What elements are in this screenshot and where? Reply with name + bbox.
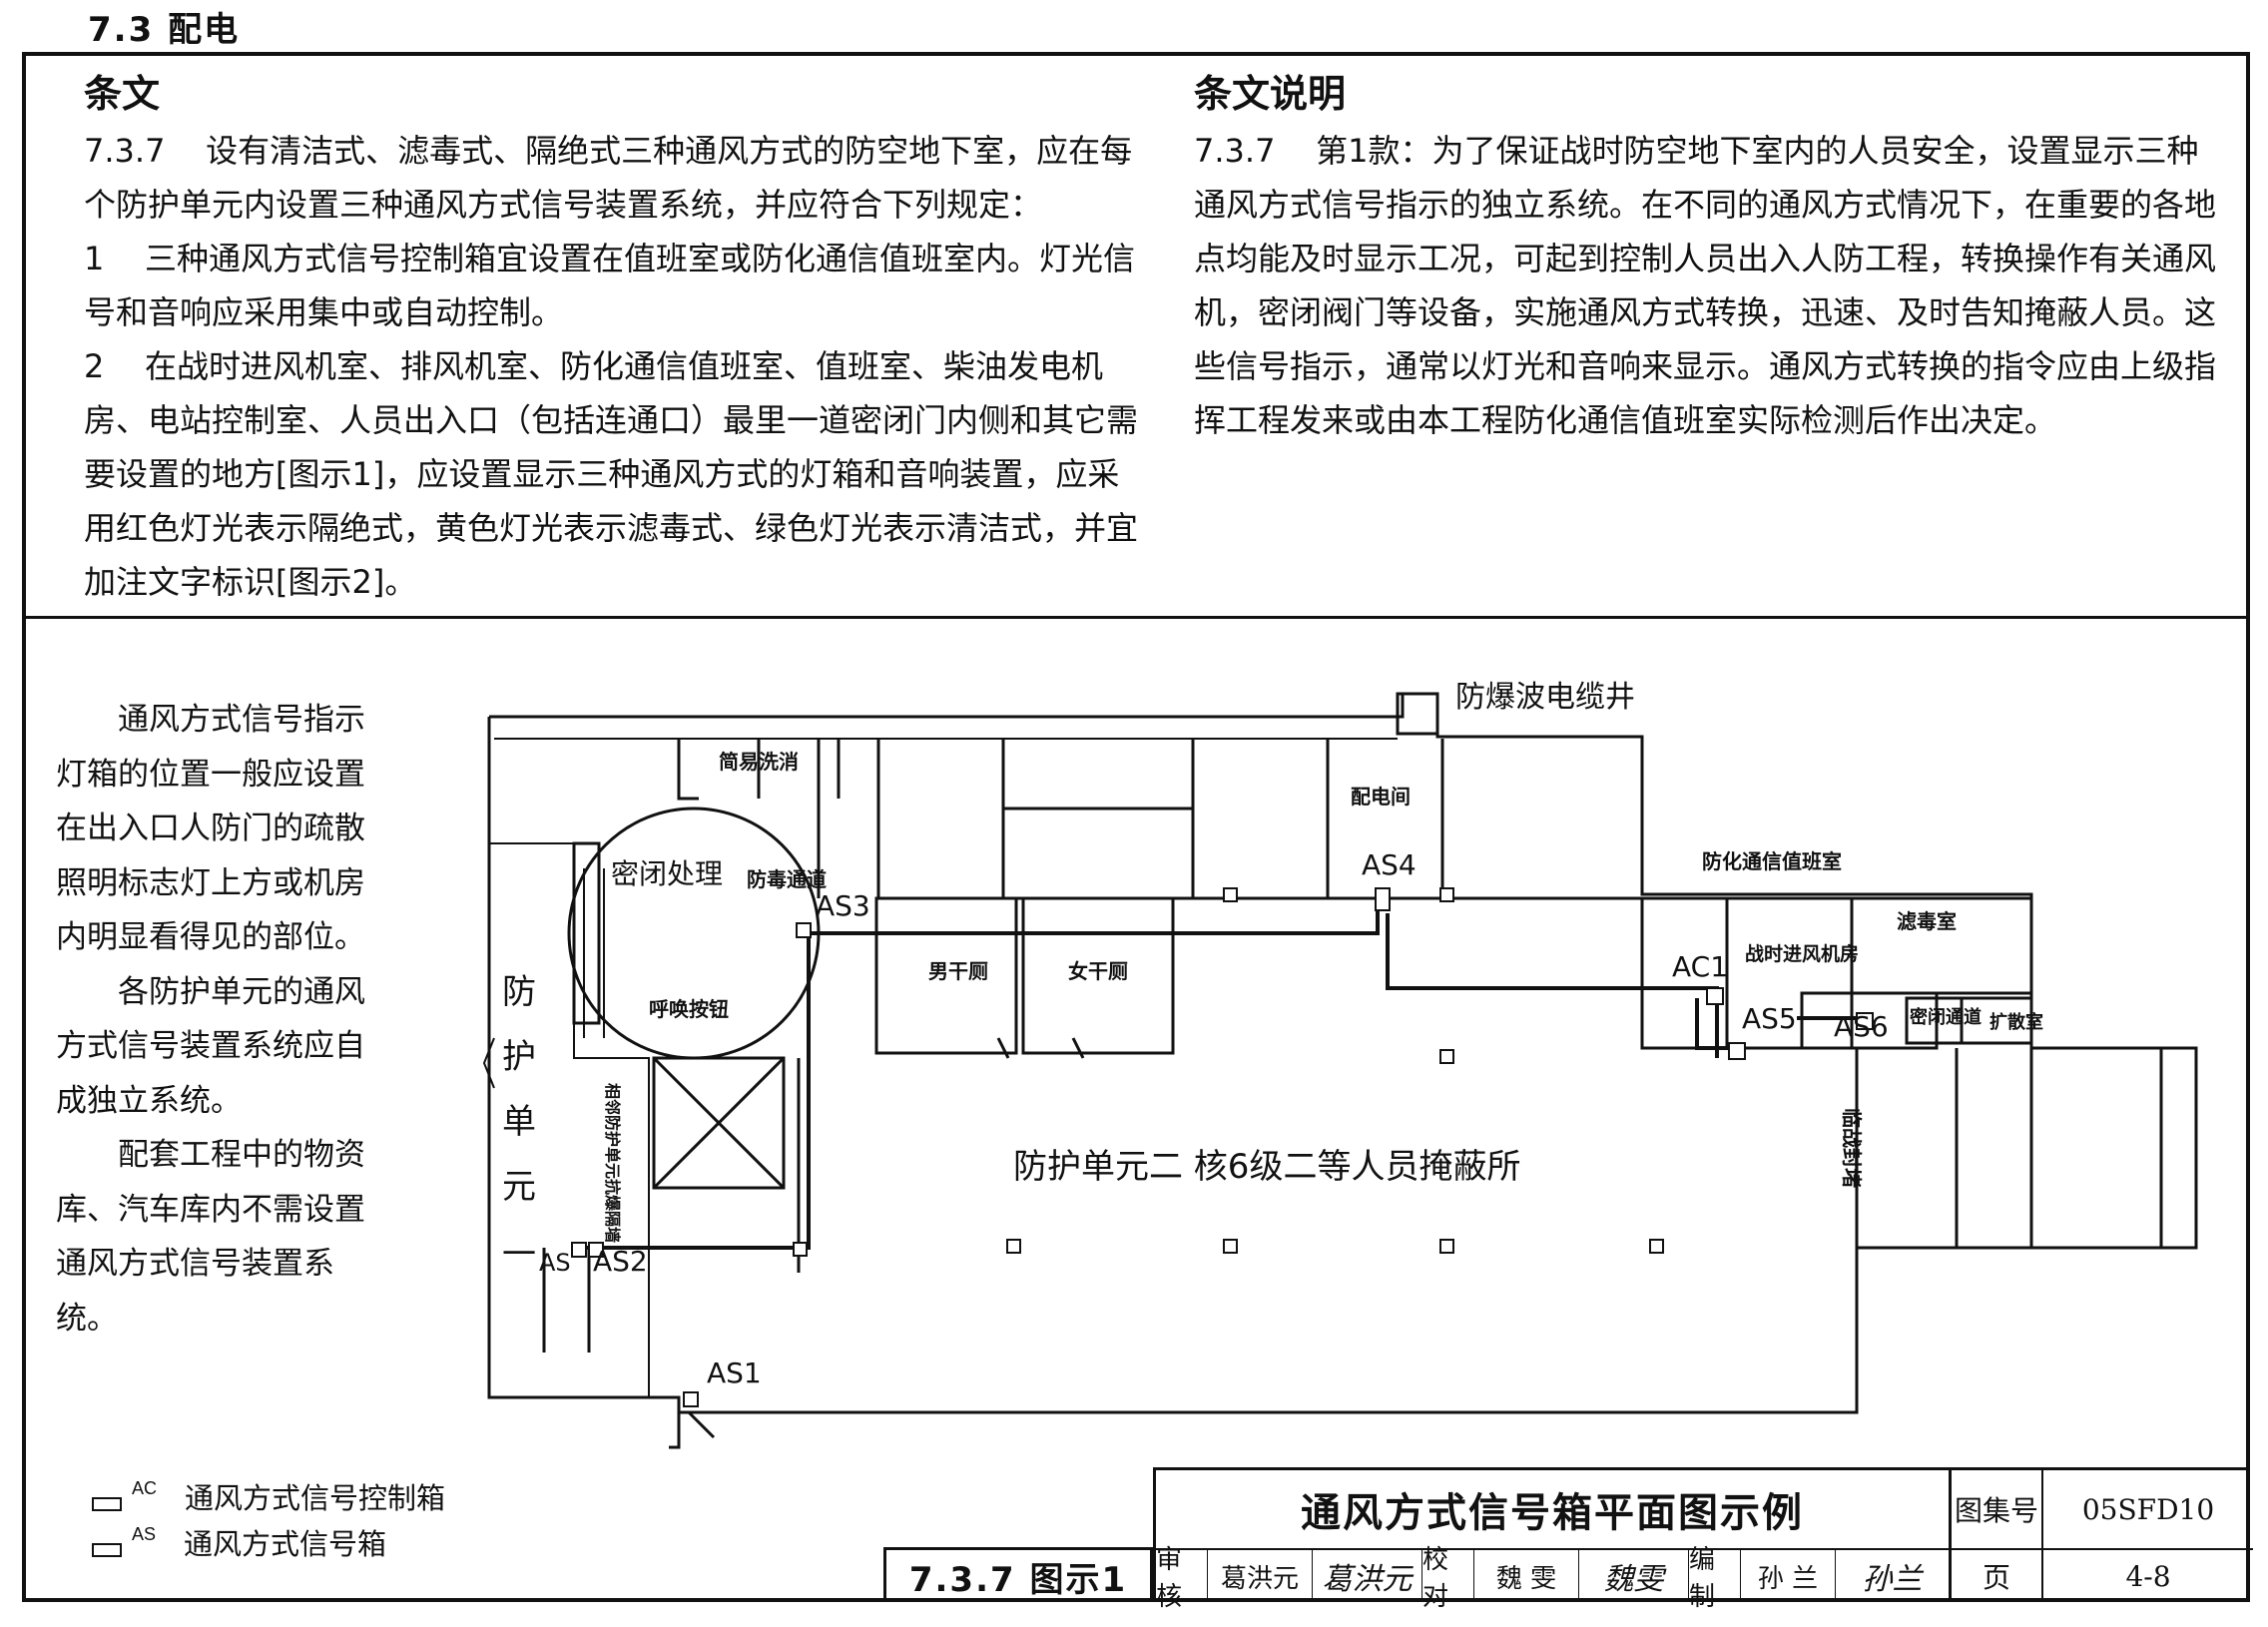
- drawing-title: 通风方式信号箱平面图示例: [1156, 1470, 1952, 1550]
- legend-item: AS 通风方式信号箱: [92, 1521, 445, 1567]
- legend-label: 通风方式信号控制箱: [185, 1481, 446, 1515]
- atlas-number: 05SFD10: [2043, 1470, 2253, 1550]
- drafter-name: 孙 兰: [1741, 1550, 1836, 1602]
- page-label: 页: [1952, 1550, 2043, 1602]
- control-box-symbol: [92, 1497, 122, 1511]
- figure-caption: 7.3.7 图示1: [883, 1547, 1153, 1602]
- reviewer-name: 葛洪元: [1208, 1550, 1313, 1602]
- page-number: 4-8: [2125, 1559, 2171, 1593]
- review-label: 审核: [1156, 1545, 1208, 1612]
- clause-paragraph: 2 在战时进风机室、排风机室、防化通信值班室、值班室、柴油发电机房、电站控制室、…: [84, 347, 1139, 601]
- legend-label: 通风方式信号箱: [184, 1527, 387, 1561]
- check-label: 校对: [1422, 1545, 1474, 1612]
- explanation-heading: 条文说明: [1194, 72, 1347, 116]
- side-note-paragraph: 各防护单元的通风方式信号装置系统应自成独立系统。: [56, 973, 365, 1119]
- legend: AC 通风方式信号控制箱 AS 通风方式信号箱: [92, 1475, 445, 1567]
- atlas-label: 图集号: [1952, 1470, 2043, 1550]
- explanation-paragraph: 7.3.7 第1款：为了保证战时防空地下室内的人员安全，设置显示三种通风方式信号…: [1194, 132, 2217, 439]
- clause-paragraph: 7.3.7 设有清洁式、滤毒式、隔绝式三种通风方式的防空地下室，应在每个防护单元…: [84, 132, 1133, 224]
- draw-label: 编制: [1689, 1545, 1741, 1612]
- explanation-column: 条文说明 7.3.7 第1款：为了保证战时防空地下室内的人员安全，设置显示三种通…: [1194, 66, 2222, 447]
- side-note: 通风方式信号指示灯箱的位置一般应设置在出入口人防门的疏散照明标志灯上方或机房内明…: [56, 693, 365, 1346]
- legend-item: AC 通风方式信号控制箱: [92, 1475, 445, 1521]
- legend-code: AS: [132, 1524, 157, 1544]
- clause-heading: 条文: [84, 72, 161, 116]
- clause-paragraph: 1 三种通风方式信号控制箱宜设置在值班室或防化通信值班室内。灯光信号和音响应采用…: [84, 240, 1136, 331]
- checker-name: 魏 雯: [1474, 1550, 1579, 1602]
- legend-code: AC: [132, 1478, 158, 1498]
- clause-column: 条文 7.3.7 设有清洁式、滤毒式、隔绝式三种通风方式的防空地下室，应在每个防…: [84, 66, 1142, 609]
- reviewer-signature: 葛洪元: [1313, 1550, 1422, 1602]
- side-note-paragraph: 配套工程中的物资库、汽车库内不需设置通风方式信号装置系统。: [56, 1137, 365, 1337]
- drawing-frame: [22, 52, 2250, 1602]
- text-divider: [22, 616, 2250, 619]
- title-block: 通风方式信号箱平面图示例 图集号 05SFD10 页 4-8 审核 葛洪元 葛洪…: [1153, 1467, 2253, 1612]
- section-title: 7.3 配电: [88, 10, 241, 50]
- signal-box-symbol: [92, 1543, 122, 1557]
- drafter-signature: 孙兰: [1862, 1562, 1923, 1597]
- checker-signature: 魏雯: [1579, 1550, 1689, 1602]
- side-note-paragraph: 通风方式信号指示灯箱的位置一般应设置在出入口人防门的疏散照明标志灯上方或机房内明…: [56, 702, 365, 955]
- signature-row: 审核 葛洪元 葛洪元 校对 魏 雯 魏雯 编制 孙 兰 孙兰: [1156, 1545, 1952, 1612]
